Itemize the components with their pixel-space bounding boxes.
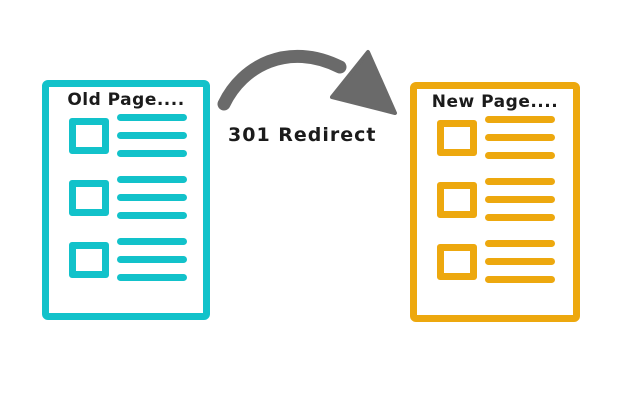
text-line-group: [117, 176, 187, 219]
text-line-group: [485, 178, 555, 221]
text-line-bar: [485, 276, 555, 283]
text-line-bar: [117, 114, 187, 121]
image-placeholder-square: [69, 179, 109, 216]
text-line-bar: [485, 214, 555, 221]
text-line-bar: [117, 150, 187, 157]
redirect-label: 301 Redirect: [228, 124, 377, 146]
text-line-group: [117, 114, 187, 157]
text-line-bar: [117, 194, 187, 201]
page-row: [69, 176, 203, 219]
old-page: Old Page....: [42, 80, 210, 320]
old-page-title: Old Page....: [67, 90, 185, 110]
text-line-group: [485, 240, 555, 283]
page-row: [437, 240, 573, 283]
text-line-group: [485, 116, 555, 159]
page-row: [437, 116, 573, 159]
new-page-title: New Page....: [431, 92, 559, 112]
image-placeholder-square: [69, 241, 109, 278]
new-page: New Page....: [410, 82, 580, 322]
text-line-bar: [485, 240, 555, 247]
text-line-bar: [485, 258, 555, 265]
text-line-bar: [117, 238, 187, 245]
text-line-bar: [117, 274, 187, 281]
text-line-bar: [485, 178, 555, 185]
arrow-shaft: [217, 49, 347, 111]
text-line-bar: [485, 196, 555, 203]
text-line-bar: [485, 134, 555, 141]
image-placeholder-square: [69, 117, 109, 154]
image-placeholder-square: [437, 119, 477, 156]
text-line-group: [117, 238, 187, 281]
text-line-bar: [117, 212, 187, 219]
new-page-rows: [417, 112, 573, 283]
page-row: [69, 238, 203, 281]
text-line-bar: [117, 132, 187, 139]
text-line-bar: [485, 152, 555, 159]
text-line-bar: [117, 176, 187, 183]
image-placeholder-square: [437, 181, 477, 218]
text-line-bar: [117, 256, 187, 263]
image-placeholder-square: [437, 243, 477, 280]
page-row: [437, 178, 573, 221]
page-row: [69, 114, 203, 157]
arrow-head-icon: [330, 50, 397, 115]
text-line-bar: [485, 116, 555, 123]
old-page-rows: [49, 110, 203, 281]
